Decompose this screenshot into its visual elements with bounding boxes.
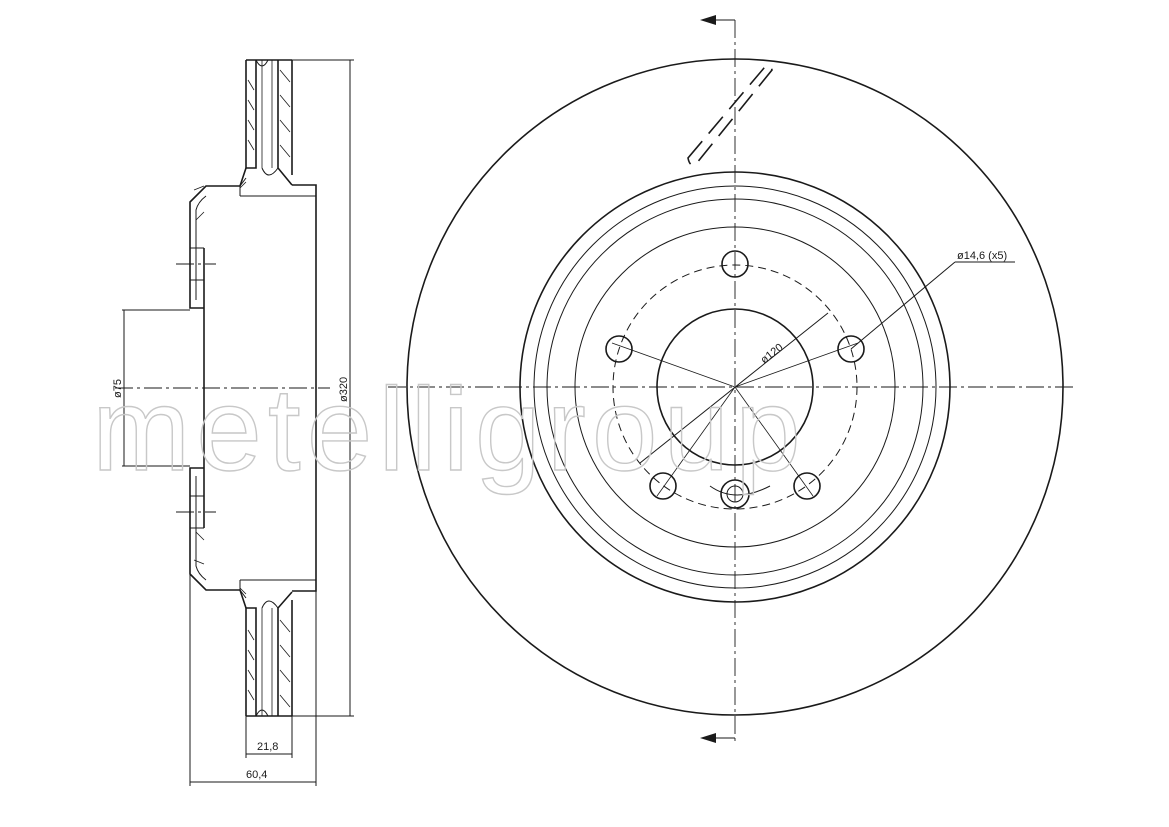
- hub-hat-section: [176, 167, 317, 609]
- front-view: ø120 ø14,6 (x5): [388, 15, 1075, 745]
- brand-watermark: metelligroup: [92, 364, 807, 496]
- lower-friction-ring: [245, 591, 293, 717]
- bolt-hole-3: [793, 472, 821, 500]
- bolt-holes: [605, 250, 865, 509]
- dim-hub-bore-label: ø75: [112, 379, 124, 398]
- outer-rim-circle: [406, 58, 1064, 716]
- dim-hub-bore: ø75: [112, 309, 190, 467]
- dim-outer-diameter-label: ø320: [338, 377, 350, 402]
- wear-indicator-slot: [687, 64, 773, 166]
- dim-bolt-holes: ø14,6 (x5): [850, 250, 1015, 350]
- hat-outer-edge: [533, 185, 937, 589]
- upper-friction-ring: [245, 59, 293, 186]
- friction-ring-inner-edge: [519, 171, 951, 603]
- dim-disc-thickness: 21,8: [245, 716, 293, 758]
- dim-overall-height-label: 60,4: [246, 769, 267, 781]
- bolt-hole-2: [837, 335, 865, 363]
- section-arrow-bottom: [700, 733, 735, 743]
- locating-arc: [709, 485, 771, 496]
- bolt-hole-5: [605, 335, 633, 363]
- hat-face-edge: [574, 226, 896, 548]
- section-arrow-top: [700, 15, 735, 25]
- bolt-hole-radials: [611, 342, 859, 497]
- dim-outer-diameter: ø320: [292, 59, 354, 717]
- bolt-hole-4: [649, 472, 677, 500]
- dim-bolt-holes-label: ø14,6 (x5): [957, 250, 1007, 262]
- pitch-circle: [612, 264, 858, 510]
- dim-disc-thickness-label: 21,8: [257, 741, 278, 753]
- bolt-hole-1: [721, 250, 749, 278]
- dim-pcd-label: ø120: [758, 341, 785, 366]
- dim-overall-height: 60,4: [189, 574, 317, 786]
- hat-inner-edge: [546, 198, 924, 576]
- center-bore: [656, 308, 814, 466]
- side-section-view: ø75 ø320 21,8 60,4: [112, 59, 354, 786]
